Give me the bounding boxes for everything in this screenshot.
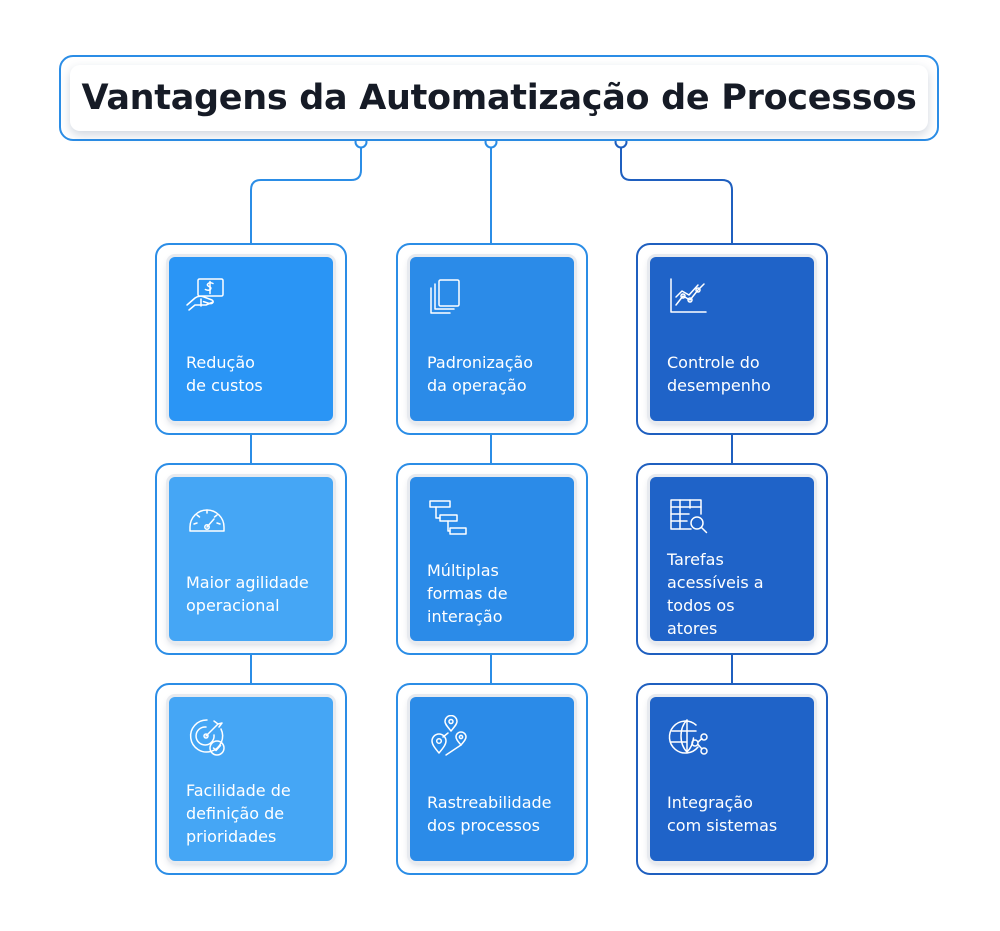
page-title: Vantagens da Automatização de Processos [81, 78, 917, 118]
connector-title-to-column-3 [620, 147, 733, 243]
flow-steps-icon [426, 495, 470, 539]
title-box: Vantagens da Automatização de Processos [59, 55, 939, 141]
benefit-card-label: Tarefas acessíveis a todos os atores [667, 549, 764, 638]
benefit-card-c2-r1: Padronização da operação [396, 243, 588, 435]
benefit-card-panel: Redução de custos [169, 257, 333, 421]
benefit-card-c3-r2: Tarefas acessíveis a todos os atores [636, 463, 828, 655]
benefit-card-c2-r2: Múltiplas formas de interação [396, 463, 588, 655]
benefit-card-c3-r1: Controle do desempenho [636, 243, 828, 435]
speedometer-icon [185, 495, 229, 539]
benefit-card-label: Integração com sistemas [667, 792, 778, 835]
benefit-card-c1-r1: Redução de custos [155, 243, 347, 435]
benefit-card-panel: Maior agilidade operacional [169, 477, 333, 641]
table-search-icon [666, 495, 710, 539]
benefit-card-panel: Múltiplas formas de interação [410, 477, 574, 641]
benefit-card-c2-r3: Rastreabilidade dos processos [396, 683, 588, 875]
connector-title-to-column-1 [250, 147, 362, 243]
benefit-card-panel: Rastreabilidade dos processos [410, 697, 574, 861]
benefit-card-c3-r3: Integração com sistemas [636, 683, 828, 875]
benefit-card-panel: Controle do desempenho [650, 257, 814, 421]
title-panel: Vantagens da Automatização de Processos [70, 65, 928, 131]
benefit-card-panel: Integração com sistemas [650, 697, 814, 861]
line-chart-icon [666, 275, 710, 319]
benefit-card-c1-r3: Facilidade de definição de prioridades [155, 683, 347, 875]
benefit-card-panel: Tarefas acessíveis a todos os atores [650, 477, 814, 641]
benefit-card-label: Maior agilidade operacional [186, 572, 309, 615]
benefit-card-label: Rastreabilidade dos processos [427, 792, 552, 835]
target-check-icon [185, 715, 229, 759]
benefit-card-panel: Padronização da operação [410, 257, 574, 421]
map-pins-icon [426, 715, 470, 759]
stacked-documents-icon [426, 275, 470, 319]
globe-share-icon [666, 715, 710, 759]
benefit-card-label: Redução de custos [186, 352, 263, 395]
benefit-card-panel: Facilidade de definição de prioridades [169, 697, 333, 861]
benefit-card-label: Múltiplas formas de interação [427, 561, 508, 626]
benefit-card-label: Padronização da operação [427, 352, 534, 395]
benefit-card-c1-r2: Maior agilidade operacional [155, 463, 347, 655]
money-hand-icon [185, 275, 229, 319]
benefit-card-label: Facilidade de definição de prioridades [186, 781, 291, 846]
benefit-card-label: Controle do desempenho [667, 352, 771, 395]
